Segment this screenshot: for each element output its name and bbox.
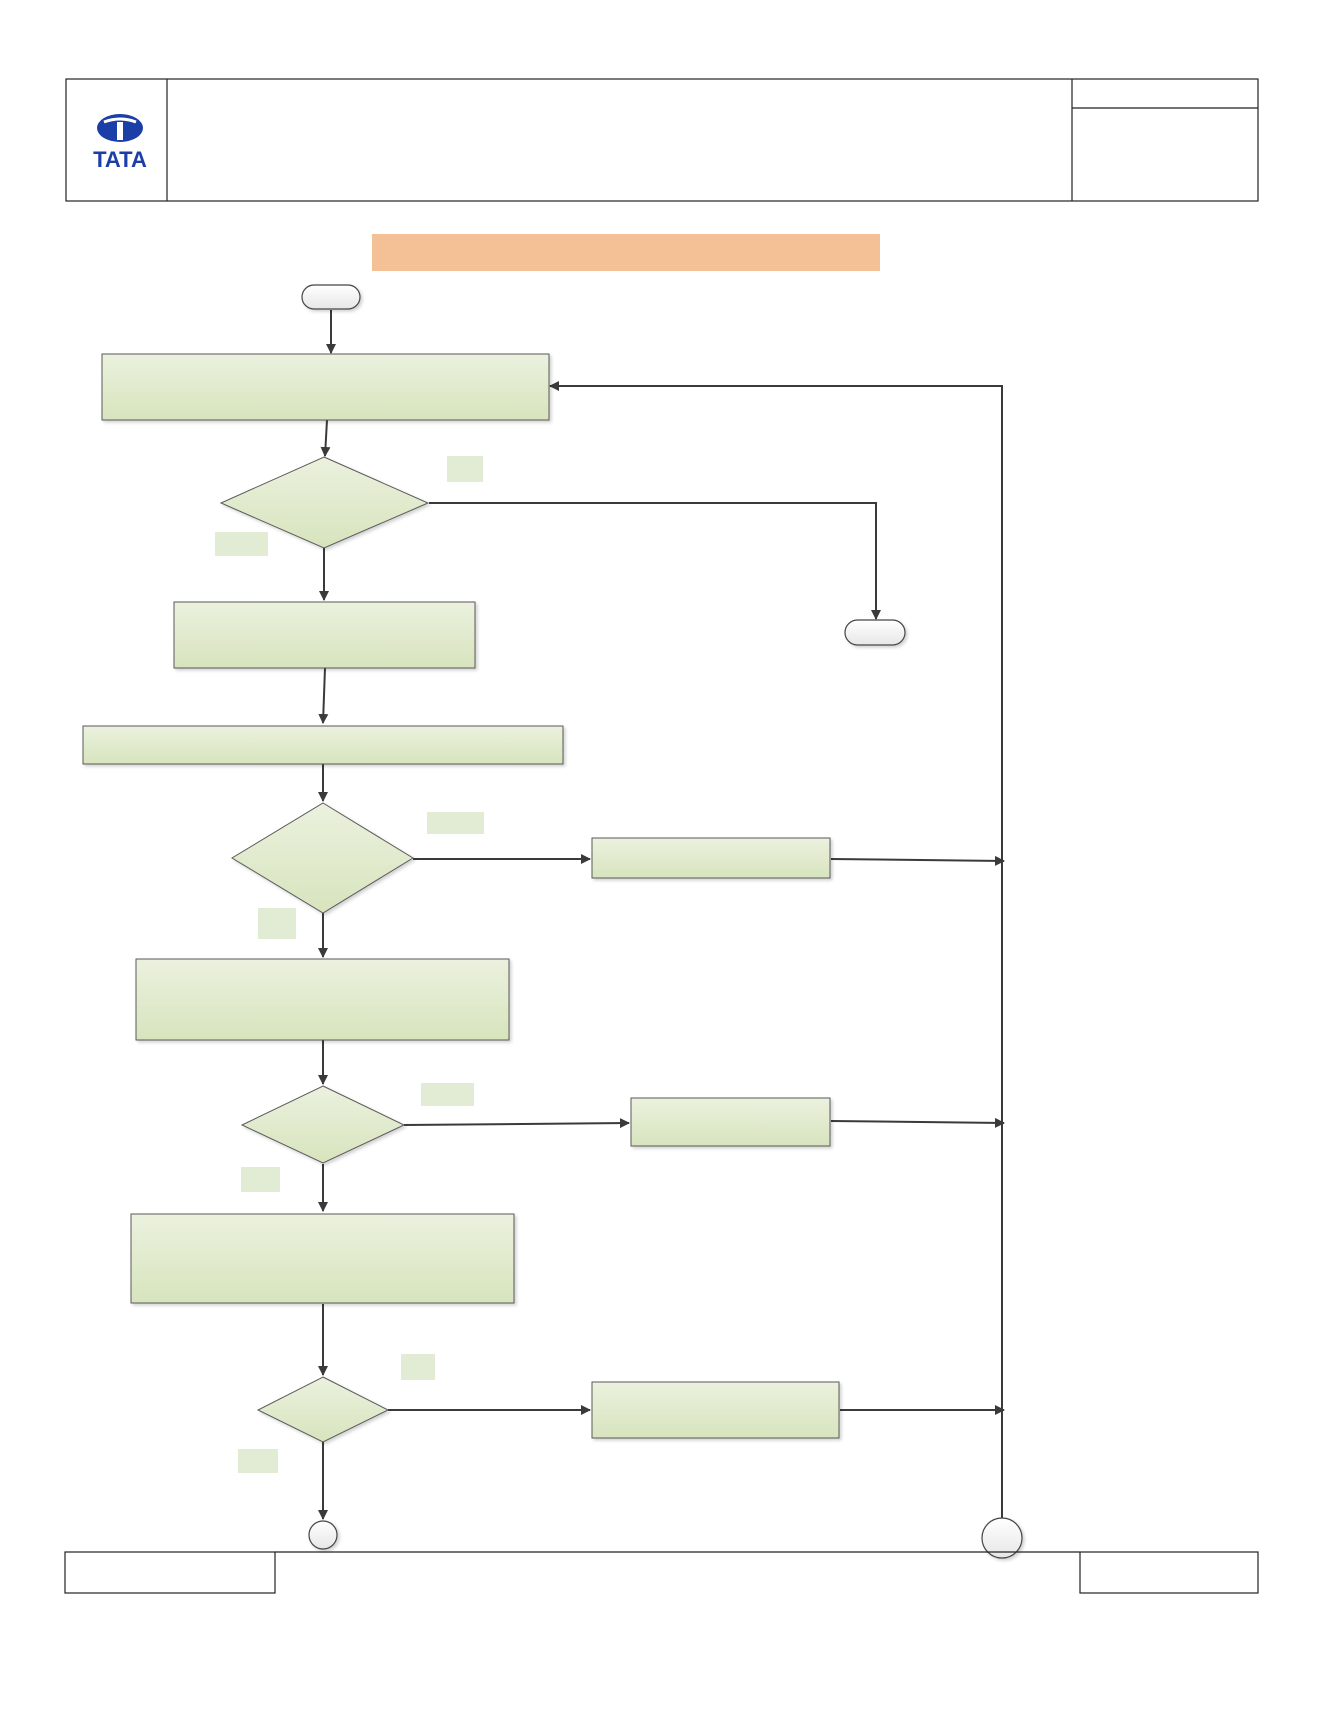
side-process-box-3 [591,1381,840,1439]
side-process-box-2 [630,1097,831,1147]
process-box-1 [101,353,550,421]
header-frame [65,78,1259,202]
decision-3-no-tag [241,1167,280,1192]
arrow-side-process-2-to-return [830,1117,1005,1128]
side-process-box-1 [591,837,831,879]
decision-3-yes-tag [421,1083,474,1106]
decision-2-no-tag [258,908,296,939]
footer-left-box [64,1551,276,1594]
arrow-decision-1-to-end [429,502,881,620]
connector-b [981,1517,1023,1559]
decision-4-no-tag [238,1449,278,1473]
document-header: TATA [65,78,1259,202]
connector-a [308,1520,338,1550]
tata-logo: TATA [93,114,147,172]
decision-3 [240,1085,406,1164]
tata-logo-text: TATA [93,147,147,172]
flowchart-banner [372,234,880,271]
banner-bar [372,234,880,271]
decision-2 [231,802,414,914]
arrow-process-2-to-process-3 [318,667,329,724]
decision-1 [219,456,430,549]
decision-4-yes-tag [401,1354,435,1380]
start-terminator [301,284,361,310]
decision-4 [256,1376,390,1443]
decision-2-yes-tag [427,812,484,834]
process-box-3 [82,725,564,765]
decision-1-yes-tag [447,456,483,482]
arrow-process-1-to-decision-1 [320,419,331,457]
footer-right-box [1079,1551,1259,1594]
arrow-side-process-1-to-return [830,855,1005,866]
flow-connectors [318,310,1005,1520]
arrow-decision-3-to-side-process-2 [403,1118,630,1129]
end-terminator [844,619,906,646]
process-box-5 [130,1213,515,1304]
arrow-return-loop-to-process-1 [549,381,1003,1519]
process-box-4 [135,958,510,1041]
decision-1-no-tag [215,532,268,556]
document-footer [64,1551,1259,1594]
process-box-2 [173,601,476,669]
